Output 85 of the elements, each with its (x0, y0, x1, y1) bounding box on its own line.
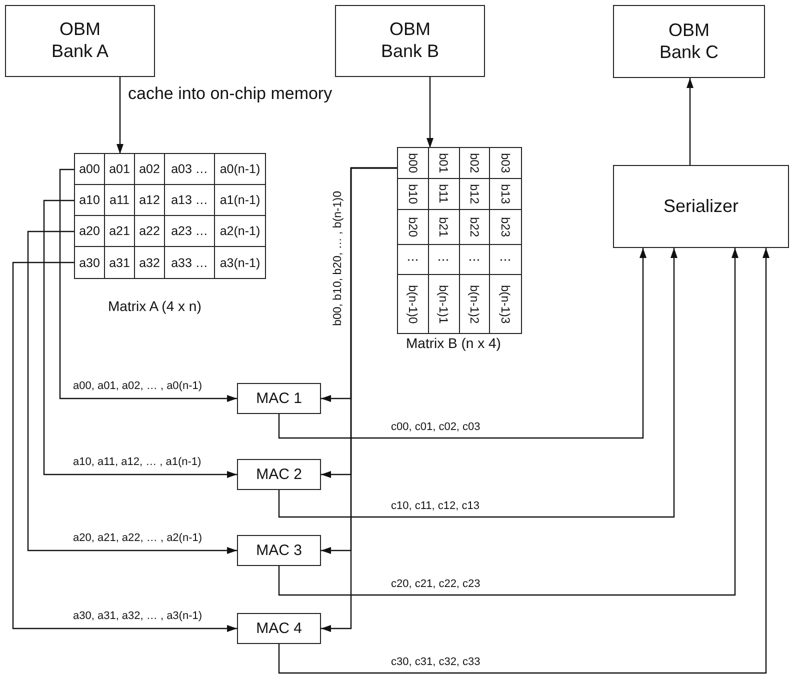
arrow (321, 167, 398, 632)
matrix-row (75, 216, 265, 247)
matrix-cell: a12 (135, 185, 165, 215)
node-label: MAC 3 (256, 542, 302, 560)
matrix-cell: a01 (105, 154, 135, 184)
matrix-cell: b23 (490, 210, 521, 245)
edge-label: c30, c31, c32, c33 (390, 656, 482, 669)
matrix-cell: b21 (428, 210, 460, 245)
matrix-cell: b20 (398, 210, 429, 245)
matrix-cell-text: b(n-1)3 (498, 284, 514, 326)
arrow (43, 200, 237, 478)
matrix-row (75, 154, 265, 185)
matrix-cell: a30 (75, 247, 105, 278)
matrix-cell: a11 (105, 185, 135, 215)
matrix-cell: ⋮ (428, 245, 460, 275)
matrix-row (75, 185, 265, 216)
memory-bank-box (335, 5, 485, 77)
arrow (426, 77, 434, 148)
matrix-cell: b03 (490, 148, 521, 179)
mac-unit-box (237, 383, 321, 414)
matrix-cell: a03 … (165, 154, 215, 184)
matrix-cell: a10 (75, 185, 105, 215)
matrix-cell: a33 … (165, 247, 215, 278)
matrix-cell: a21 (105, 216, 135, 246)
matrix-cell: ⋮ (460, 245, 490, 275)
edge-label: b00, b10, b20, … , b(n-1)0 (332, 190, 345, 327)
node-label: OBM Bank A (50, 19, 110, 63)
arrow (686, 78, 694, 165)
matrix-cell: b00 (398, 148, 429, 179)
edge-label: a20, a21, a22, … , a2(n-1) (72, 532, 204, 545)
arrow (278, 248, 678, 518)
matrix-cell-text: a3(n-1) (218, 254, 262, 272)
arrow (116, 77, 124, 154)
memory-bank-box (5, 5, 155, 77)
node-label: MAC 2 (256, 466, 302, 484)
matrix-cell: a23 … (165, 216, 215, 246)
node-label: Serializer (663, 196, 739, 218)
matrix-cell: b22 (460, 210, 490, 245)
matrix-cell: a20 (75, 216, 105, 246)
arrow (278, 248, 646, 439)
matrix-cell: b13 (490, 179, 521, 210)
edge-label: c10, c11, c12, c13 (390, 500, 480, 513)
matrix-cell: b11 (428, 179, 460, 210)
node-label: MAC 4 (256, 620, 302, 638)
edge-label: c00, c01, c02, c03 (390, 421, 482, 434)
arrow (27, 230, 237, 554)
mac-unit-box (237, 535, 321, 566)
matrix-cell: b01 (428, 148, 460, 179)
matrix-cell: b12 (460, 179, 490, 210)
serializer-box (613, 165, 789, 248)
arrow (59, 168, 237, 402)
memory-bank-box (613, 5, 765, 78)
matrix-cell: a32 (135, 247, 165, 278)
matrix-cell: ⋮ (398, 245, 429, 275)
edge-label: c20, c21, c22, c23 (390, 578, 482, 591)
edge-label: a10, a11, a12, … , a1(n-1) (72, 456, 202, 469)
matrix-cell-text: a0(n-1) (218, 161, 262, 178)
matrix-cell: a22 (135, 216, 165, 246)
matrix-cell: a02 (135, 154, 165, 184)
node-label: MAC 1 (256, 390, 302, 408)
arrow (278, 248, 738, 596)
mac-unit-box (237, 613, 321, 644)
edge-label: a30, a31, a32, … , a3(n-1) (72, 610, 204, 623)
arrow (278, 248, 770, 674)
matrix-cell: b02 (460, 148, 490, 179)
matrix-caption: Matrix B (n x 4) (406, 335, 501, 351)
matrix-cell: a13 … (165, 185, 215, 215)
matrix-cell: b(n-1)2 (460, 275, 490, 333)
matrix-cell: b(n-1)1 (428, 275, 460, 333)
matrix-cell: a31 (105, 247, 135, 278)
mac-unit-box (237, 459, 321, 490)
matrix-cell-text: a2(n-1) (218, 223, 262, 240)
node-label: OBM Bank B (380, 19, 440, 63)
matrix-caption: Matrix A (4 x n) (108, 298, 202, 314)
node-label: OBM Bank C (658, 20, 720, 64)
matrix-cell: ⋮ (490, 245, 521, 275)
matrix-cell-text: a1(n-1) (218, 192, 262, 209)
matrix-cell: b10 (398, 179, 429, 210)
matrix-cell: a00 (75, 154, 105, 184)
edge-label: a00, a01, a02, … , a0(n-1) (72, 380, 204, 393)
arrow (12, 262, 237, 632)
matrix-grid (75, 154, 265, 278)
matrix-grid (398, 148, 521, 333)
matrix-cell: b(n-1)0 (398, 275, 429, 333)
annotation-text: cache into on-chip memory (128, 84, 332, 104)
